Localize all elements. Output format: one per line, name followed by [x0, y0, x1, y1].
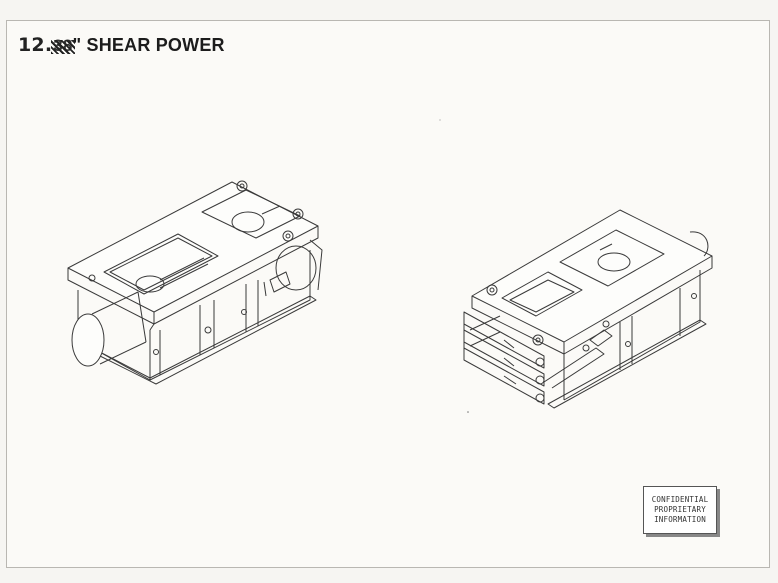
stamp-line-3: INFORMATION — [654, 515, 706, 524]
drawing-title: 12. 38 " SHEAR POWER — [18, 34, 225, 56]
title-text: " SHEAR POWER — [72, 35, 225, 55]
confidential-stamp: CONFIDENTIAL PROPRIETARY INFORMATION — [643, 486, 717, 534]
stamp-line-1: CONFIDENTIAL — [651, 495, 709, 504]
shear-assembly-right — [463, 209, 713, 409]
struck-out-size: 38 — [51, 36, 75, 55]
stamp-line-2: PROPRIETARY — [654, 505, 706, 514]
shear-assembly-left — [67, 180, 323, 385]
handwritten-size-correction: 12. — [18, 34, 53, 56]
